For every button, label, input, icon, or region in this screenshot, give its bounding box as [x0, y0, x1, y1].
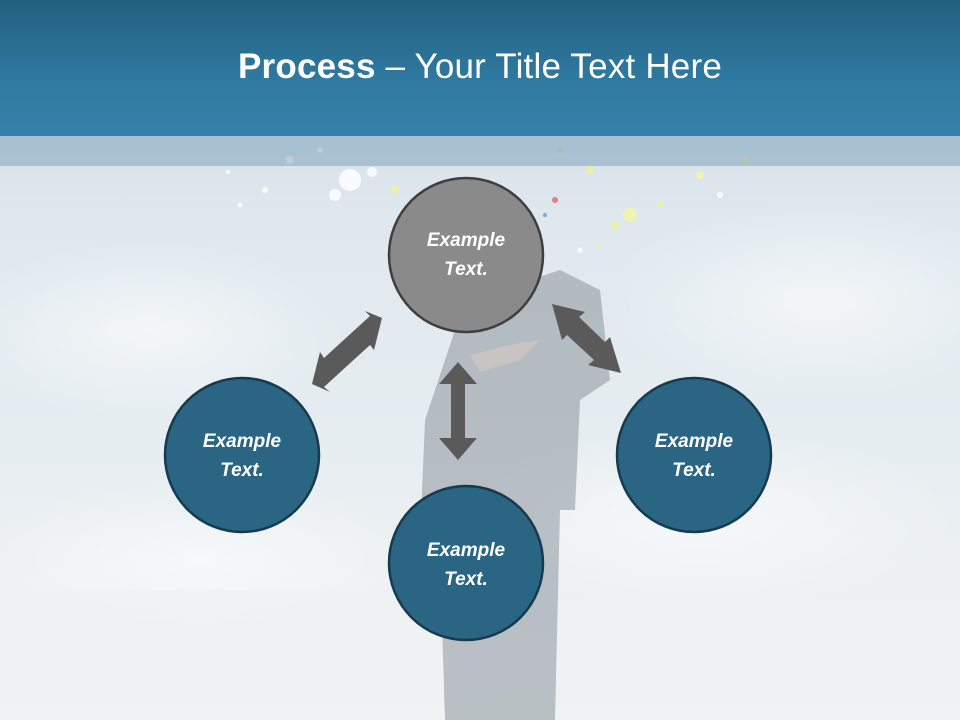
- node-left-line1: Example: [203, 431, 282, 452]
- node-top: Example Text.: [387, 176, 545, 334]
- title-bar-shadow: [0, 136, 960, 166]
- slide-title: Process – Your Title Text Here: [238, 47, 722, 87]
- arrow-top-left: [312, 311, 382, 392]
- title-bold-part: Process: [238, 47, 376, 86]
- node-left-line2: Text.: [220, 460, 264, 481]
- node-right: Example Text.: [615, 376, 773, 534]
- node-right-line1: Example: [655, 431, 734, 452]
- node-top-line1: Example: [427, 230, 506, 251]
- paint-splash: [226, 147, 748, 253]
- node-bottom-line2: Text.: [444, 569, 488, 590]
- title-bar: Process – Your Title Text Here: [0, 0, 960, 136]
- title-rest-part: – Your Title Text Here: [375, 47, 722, 86]
- node-top-line2: Text.: [444, 259, 488, 280]
- arrow-top-right: [552, 304, 621, 373]
- node-left: Example Text.: [163, 376, 321, 534]
- node-bottom-line1: Example: [427, 540, 506, 561]
- node-right-line2: Text.: [672, 460, 716, 481]
- arrow-vertical: [439, 362, 477, 460]
- node-bottom: Example Text.: [387, 484, 545, 642]
